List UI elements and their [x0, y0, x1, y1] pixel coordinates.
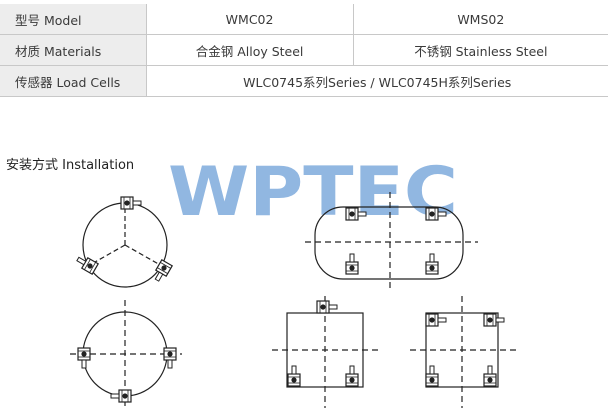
- svg-text:WPTEC: WPTEC: [168, 153, 458, 232]
- diagram-circle-three: [75, 197, 172, 288]
- table-row-model: 型号 Model WMC02 WMS02: [0, 4, 608, 35]
- spec-table: 型号 Model WMC02 WMS02 材质 Materials 合金钢 Al…: [0, 4, 608, 97]
- row-label-loadcells: 传感器 Load Cells: [0, 65, 146, 97]
- model-wms: WMS02: [352, 4, 608, 35]
- section-title-installation: 安装方式 Installation: [6, 158, 135, 173]
- row-label-model: 型号 Model: [0, 4, 146, 35]
- diagram-rounded-rect: [305, 192, 478, 292]
- material-stainless: 不锈钢 Stainless Steel: [352, 34, 608, 66]
- row-label-materials: 材质 Materials: [0, 34, 146, 66]
- loadcell-series: WLC0745系列Series / WLC0745H系列Series: [145, 65, 608, 97]
- table-row-loadcells: 传感器 Load Cells WLC0745系列Series / WLC0745…: [0, 65, 608, 97]
- diagram-square-three: [272, 296, 380, 408]
- diagram-circle-cross: [70, 300, 182, 408]
- table-row-materials: 材质 Materials 合金钢 Alloy Steel 不锈钢 Stainle…: [0, 34, 608, 66]
- material-alloy: 合金钢 Alloy Steel: [145, 34, 354, 66]
- diagram-square-four: [410, 296, 518, 408]
- model-wmc: WMC02: [145, 4, 354, 35]
- watermark-logo: WPTEC: [168, 153, 458, 232]
